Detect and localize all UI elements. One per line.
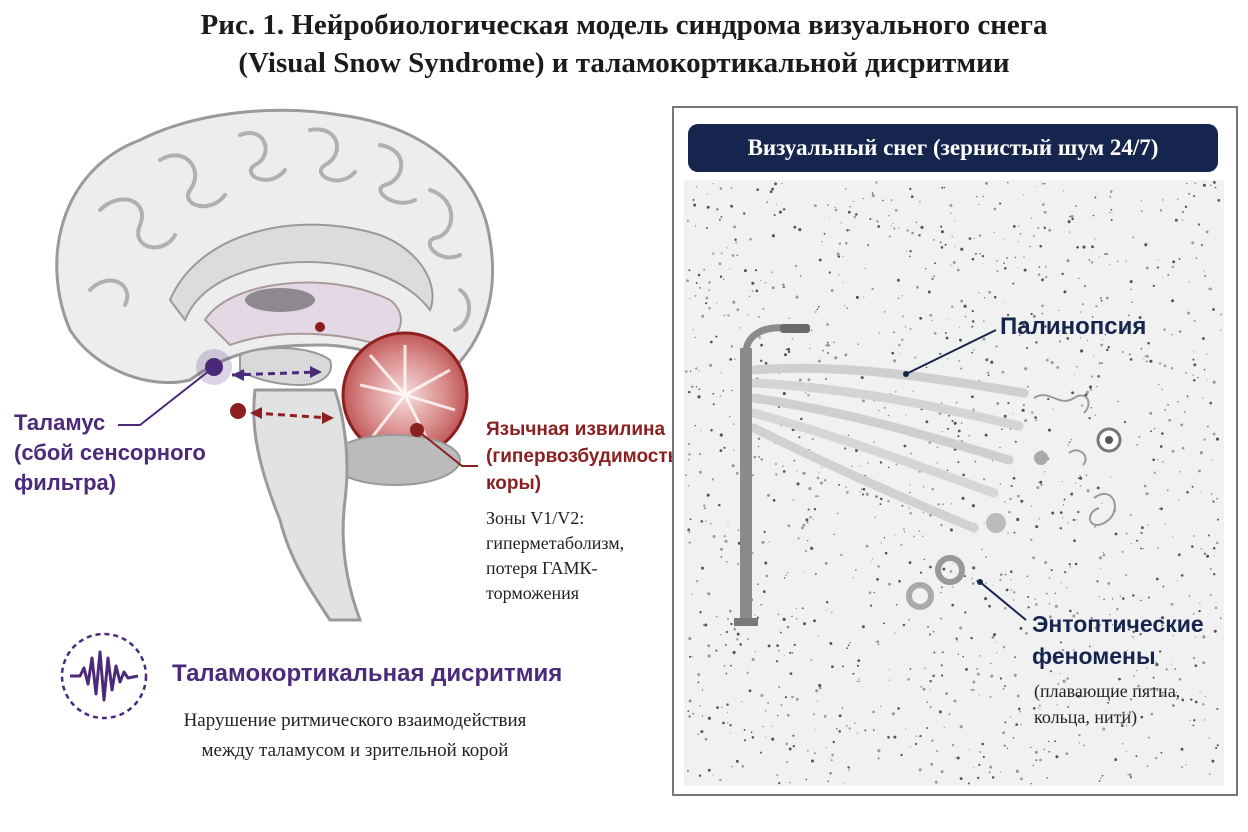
- lingual-line-1: Язычная извилина: [486, 419, 666, 440]
- thalamus-line-2: (сбой сенсорного: [14, 440, 206, 465]
- dysrhythmia-description: Нарушение ритмического взаимодействия ме…: [140, 706, 570, 766]
- thalamus-label: Таламус (сбой сенсорного фильтра): [14, 408, 206, 498]
- thalamocortical-arrows: [231, 366, 334, 424]
- zones-line-1: Зоны V1/V2:: [486, 508, 585, 528]
- brainstem: [252, 388, 363, 622]
- entoptic-sub-line-1: (плавающие пятна,: [1034, 681, 1181, 701]
- floaters: [1033, 394, 1116, 526]
- figure-title: Рис. 1. Нейробиологическая модель синдро…: [0, 6, 1248, 82]
- palinopsia-trails: [749, 363, 1029, 533]
- wave-icon: [60, 632, 148, 720]
- entoptic-label: Энтоптические феномены: [1032, 608, 1204, 672]
- visual-snow-scene: [684, 180, 1224, 786]
- zones-line-3: потеря ГАМК-: [486, 558, 598, 578]
- corpus-callosum: [168, 223, 434, 323]
- title-line-1: Рис. 1. Нейробиологическая модель синдро…: [200, 9, 1048, 41]
- entoptic-line-2: феномены: [1032, 643, 1156, 669]
- entoptic-ring-2: [906, 582, 934, 610]
- snow-noise: [685, 180, 1223, 785]
- lingual-line-2: (гипервозбудимость: [486, 446, 680, 467]
- entoptic-ring-1: [935, 555, 965, 585]
- entoptic-line-1: Энтоптические: [1032, 611, 1204, 637]
- dysrhythmia-desc-line-1: Нарушение ритмического взаимодействия: [183, 710, 527, 731]
- thalamus-line-1: Таламус: [14, 410, 106, 435]
- lingual-gyrus-label: Язычная извилина (гипервозбудимость коры…: [486, 416, 679, 497]
- entoptic-sub-line-2: кольца, нити): [1034, 707, 1138, 727]
- entoptic-subtext: (плавающие пятна, кольца, нити): [1034, 678, 1180, 730]
- street-lamp-icon: [734, 324, 810, 626]
- zones-line-2: гиперметаболизм,: [486, 533, 625, 553]
- dysrhythmia-desc-line-2: между таламусом и зрительной корой: [201, 740, 509, 761]
- thalamus-line-3: фильтра): [14, 470, 117, 495]
- palinopsia-label: Палинопсия: [1000, 313, 1147, 340]
- visual-snow-panel: Визуальный снег (зернистый шум 24/7) Пал…: [672, 106, 1238, 796]
- title-line-2: (Visual Snow Syndrome) и таламокортикаль…: [238, 47, 1010, 79]
- zones-line-4: торможения: [486, 583, 580, 603]
- visual-snow-header: Визуальный снег (зернистый шум 24/7): [688, 124, 1218, 172]
- dysrhythmia-title: Таламокортикальная дисритмия: [172, 660, 563, 687]
- brain-illustration: [55, 108, 495, 622]
- zones-description: Зоны V1/V2: гиперметаболизм, потеря ГАМК…: [486, 506, 624, 606]
- lingual-line-3: коры): [486, 473, 542, 494]
- cortex-node: [230, 403, 246, 419]
